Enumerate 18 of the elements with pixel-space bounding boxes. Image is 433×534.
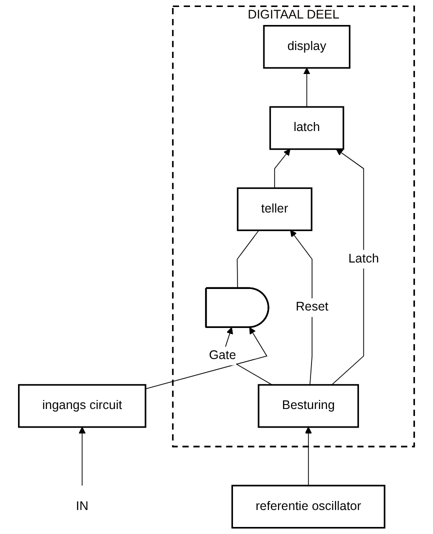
arrow [78, 426, 86, 486]
node-box: display [263, 24, 350, 69]
node-box: teller [236, 187, 312, 232]
node-box: Besturing [258, 384, 359, 428]
edge-label: Latch [348, 252, 379, 266]
node-box: referentie oscillator [231, 484, 386, 529]
arrow [274, 148, 290, 189]
arrow [331, 148, 364, 386]
arrow [145, 327, 268, 390]
arrow [304, 426, 312, 486]
node-box: ingangs circuit [18, 384, 146, 428]
node-text: IN [76, 500, 88, 513]
arrow [303, 68, 310, 108]
edge-label: Gate [208, 348, 236, 362]
connector [236, 230, 260, 289]
node-box: latch [269, 106, 344, 150]
edge-label: Reset [296, 300, 328, 314]
arrow [290, 230, 312, 386]
